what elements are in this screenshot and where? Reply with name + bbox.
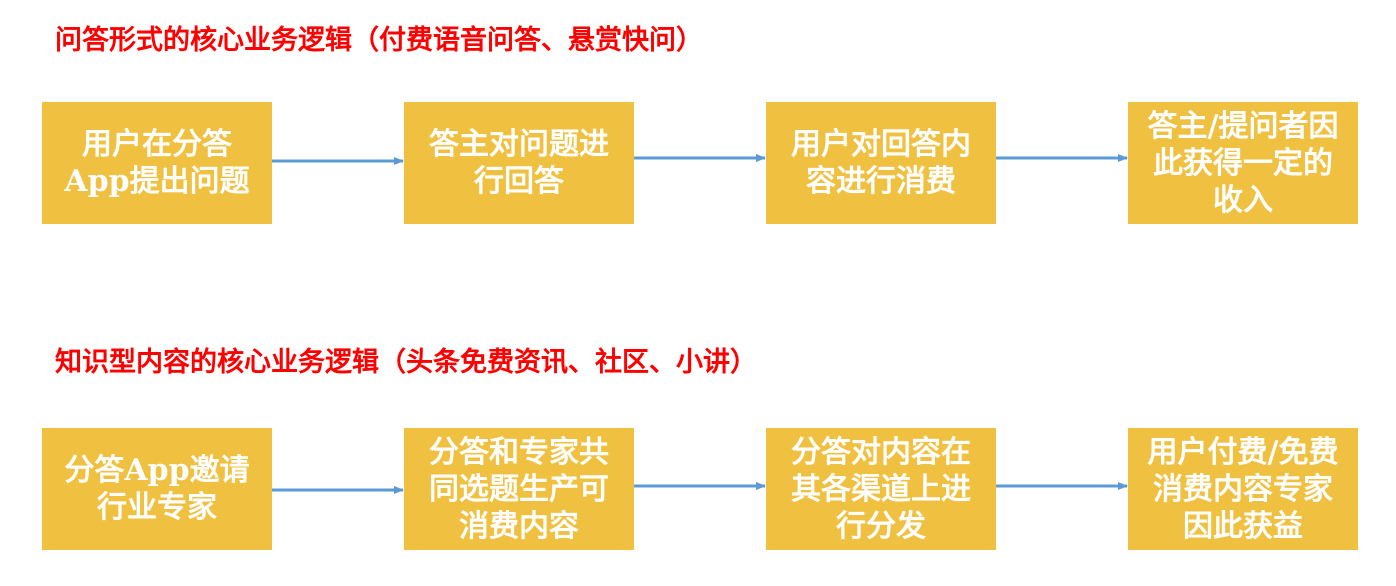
section-2-title: 知识型内容的核心业务逻辑（头条免费资讯、社区、小讲） <box>55 347 757 378</box>
flow-2-step-2-box: 分答和专家共同选题生产可消费内容 <box>404 428 634 550</box>
flow-1-step-1-label: 用户在分答App提出问题 <box>64 127 250 199</box>
flow-2-step-1-box: 分答App邀请行业专家 <box>42 428 272 550</box>
flow-1-step-2-box: 答主对问题进行回答 <box>404 102 634 224</box>
flow-1-step-4-box: 答主/提问者因此获得一定的收入 <box>1128 102 1358 224</box>
flow-1-step-3-box: 用户对回答内容进行消费 <box>766 102 996 224</box>
flow-2-step-3-box: 分答对内容在其各渠道上进行分发 <box>766 428 996 550</box>
flow-1-step-2-label: 答主对问题进行回答 <box>429 127 609 199</box>
flow-1-step-1-box: 用户在分答App提出问题 <box>42 102 272 224</box>
flow-2-step-1-label: 分答App邀请行业专家 <box>64 453 250 525</box>
flow-2-step-4-label: 用户付费/免费消费内容专家因此获益 <box>1147 434 1339 544</box>
flow-1-step-4-label: 答主/提问者因此获得一定的收入 <box>1147 108 1339 218</box>
flow-2-step-3-label: 分答对内容在其各渠道上进行分发 <box>791 434 971 544</box>
flow-2-step-4-box: 用户付费/免费消费内容专家因此获益 <box>1128 428 1358 550</box>
flow-2-step-2-label: 分答和专家共同选题生产可消费内容 <box>429 434 609 544</box>
section-1-title: 问答形式的核心业务逻辑（付费语音问答、悬赏快问） <box>55 25 703 56</box>
flow-1-step-3-label: 用户对回答内容进行消费 <box>791 127 971 199</box>
